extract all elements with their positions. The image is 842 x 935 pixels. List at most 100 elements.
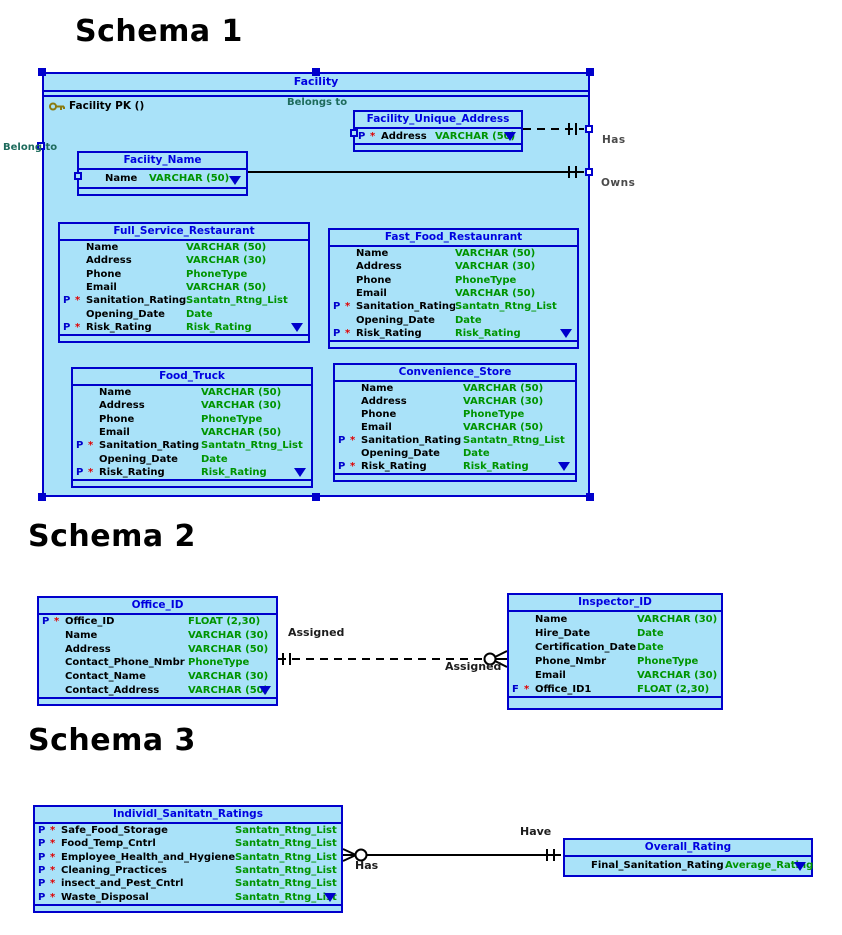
entity-title[interactable]: Overall_Rating xyxy=(565,840,811,857)
more-attributes-triangle-icon[interactable] xyxy=(324,893,336,902)
more-attributes-triangle-icon[interactable] xyxy=(259,686,271,695)
relationship-has[interactable] xyxy=(523,123,584,135)
selection-handle-top-left[interactable] xyxy=(38,68,46,76)
relationship-owns[interactable] xyxy=(248,166,584,178)
attribute-name: Sanitation_Rating xyxy=(361,435,462,446)
selection-handle-bottom-mid[interactable] xyxy=(312,493,320,501)
attribute-type: Date xyxy=(637,627,664,639)
more-attributes-triangle-icon[interactable] xyxy=(558,462,570,471)
connection-point-left[interactable] xyxy=(37,142,45,150)
entity-title[interactable]: Office_ID xyxy=(39,598,276,615)
entity-title[interactable]: Full_Service_Restaurant xyxy=(60,224,308,241)
selection-handle-top-mid[interactable] xyxy=(312,68,320,76)
facility-container-title[interactable]: Facility xyxy=(44,74,588,92)
attribute-key: P xyxy=(42,616,50,628)
entity-title[interactable]: Facility_Unique_Address xyxy=(355,112,521,129)
entity-title[interactable]: Convenience_Store xyxy=(335,365,575,382)
more-attributes-triangle-icon[interactable] xyxy=(294,468,306,477)
selection-handle-bottom-left[interactable] xyxy=(38,493,46,501)
entity-footer-strip xyxy=(39,697,276,704)
entity-title[interactable]: Food_Truck xyxy=(73,369,311,386)
more-attributes-triangle-icon[interactable] xyxy=(291,323,303,332)
more-attributes-triangle-icon[interactable] xyxy=(560,329,572,338)
more-attributes-triangle-icon[interactable] xyxy=(229,176,241,185)
entity-title[interactable]: Individl_Sanitatn_Ratings xyxy=(35,807,341,824)
connection-anchor[interactable] xyxy=(350,129,358,137)
attribute-type: PhoneType xyxy=(186,268,248,280)
connection-point-owns[interactable] xyxy=(585,168,593,176)
connection-point-has[interactable] xyxy=(585,125,593,133)
more-attributes-triangle-icon[interactable] xyxy=(504,132,516,141)
more-attributes-triangle-icon[interactable] xyxy=(794,862,806,871)
entity-title[interactable]: Fast_Food_Restaunrant xyxy=(330,230,577,247)
facility-pk-item[interactable]: Facility PK () xyxy=(49,100,144,112)
entity-title[interactable]: Faciity_Name xyxy=(79,153,246,170)
selection-handle-bottom-right[interactable] xyxy=(586,493,594,501)
attribute-req: * xyxy=(50,825,56,837)
selection-handle-top-right[interactable] xyxy=(586,68,594,76)
entity-title[interactable]: Inspector_ID xyxy=(509,595,721,612)
connection-anchor[interactable] xyxy=(74,172,82,180)
